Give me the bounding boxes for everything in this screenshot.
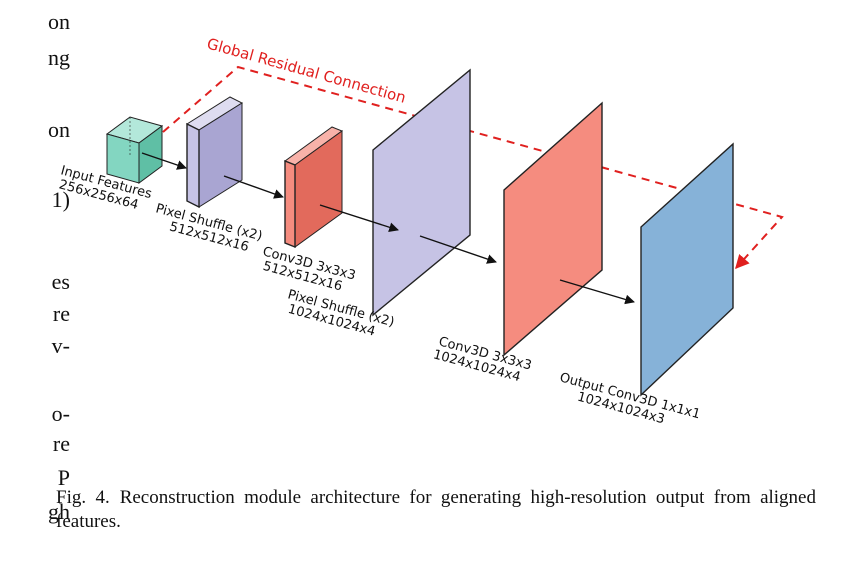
arrow-1 — [141, 152, 187, 170]
side-text-7: v- — [51, 333, 70, 358]
block-input-features — [105, 116, 164, 184]
side-text-10: P — [57, 465, 70, 490]
side-text-6: re — [52, 301, 70, 326]
arrow-4 — [419, 235, 497, 264]
side-text-2: ng — [48, 45, 70, 70]
label-conv3d-512: Conv3D 3x3x3 512x512x16 — [261, 244, 357, 294]
side-text-3: on — [48, 117, 70, 142]
block-conv3d-1024 — [503, 101, 603, 357]
figure-caption-label: Fig. 4. — [56, 487, 110, 508]
side-text-8: o- — [51, 401, 70, 426]
side-text-11: gh — [48, 499, 70, 524]
architecture-diagram: Global Residual Connection — [57, 35, 784, 427]
residual-label: Global Residual Connection — [205, 35, 408, 107]
arrow-5 — [559, 279, 635, 305]
arrow-2 — [223, 175, 284, 199]
figure-caption: Fig. 4.Reconstruction module architectur… — [56, 486, 816, 534]
side-text-1: on — [48, 9, 70, 34]
label-pixel-shuffle-512: Pixel Shuffle (x2) 512x512x16 — [154, 201, 264, 255]
block-pixel-shuffle-512 — [185, 96, 244, 209]
side-text-4: 1) — [51, 187, 70, 212]
side-text-9: re — [52, 431, 70, 456]
block-pixel-shuffle-1024 — [372, 68, 471, 317]
block-conv3d-512 — [283, 126, 344, 249]
block-output-conv — [640, 142, 734, 397]
global-residual-connection — [162, 65, 784, 270]
figure-caption-text: Reconstruction module architecture for g… — [56, 487, 816, 532]
arrow-3 — [319, 204, 399, 232]
side-text-5: es — [51, 269, 70, 294]
label-output-conv: Output Conv3D 1x1x1 1024x1024x3 — [558, 370, 702, 427]
